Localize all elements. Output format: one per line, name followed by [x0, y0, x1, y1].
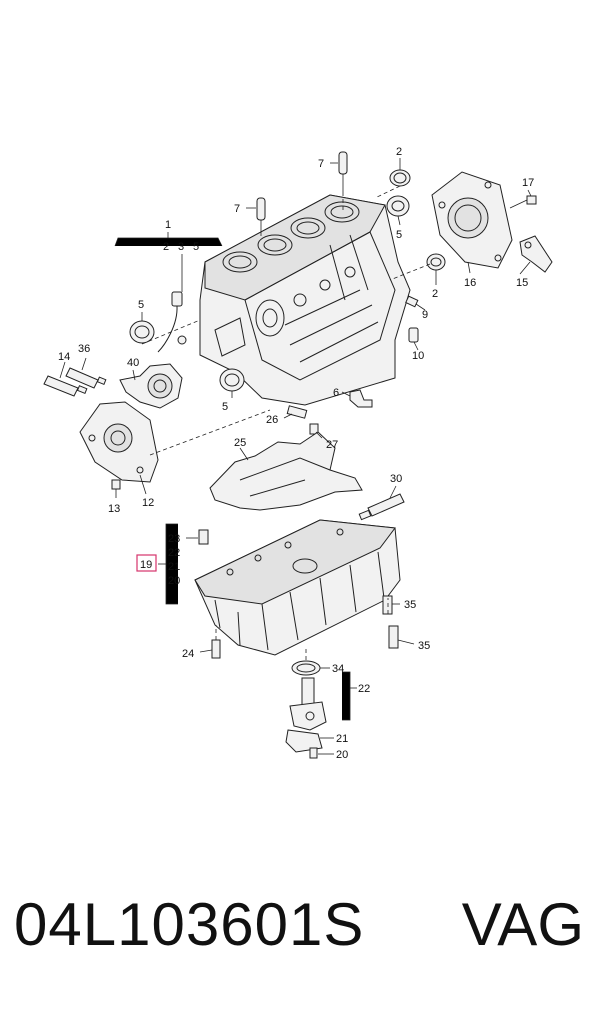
bolt-24 [211, 639, 221, 659]
oil-baffle-25 [209, 431, 363, 511]
knock-sensor-3 [157, 291, 187, 353]
dowel-pin-top [338, 151, 348, 192]
bracket-15 [519, 235, 553, 273]
callout-20-pickup: 20 [336, 749, 348, 761]
callout-5-left: 5 [138, 299, 144, 311]
callout-35-lower: 35 [418, 640, 430, 652]
callout-7-top: 7 [318, 158, 324, 170]
plug-6 [349, 389, 373, 408]
callout-22-pickup: 22 [358, 683, 370, 695]
engine-block [199, 194, 411, 406]
o-ring-34 [291, 660, 321, 676]
callout-40: 40 [127, 357, 139, 369]
brand-name: VAG [461, 891, 584, 958]
highlight-box-19 [136, 554, 157, 572]
dowel-pin-mid [256, 197, 266, 236]
bolt-17 [509, 195, 537, 209]
vacuum-pump-40 [119, 363, 183, 409]
callout-5-front: 5 [222, 401, 228, 413]
callout-labels: 1 2 3 5 7 7 2 5 17 5 14 36 40 16 15 2 9 … [58, 146, 534, 761]
callout-9: 9 [422, 309, 428, 321]
callout-20-pan: 20 [168, 575, 180, 587]
callout-2-right: 2 [432, 288, 438, 300]
callout-23: 23 [168, 533, 180, 545]
callout-35-upper: 35 [404, 599, 416, 611]
sealant-tube-36 [65, 367, 107, 389]
callout-21-pan: 21 [168, 561, 180, 573]
sealant-tube-30 [358, 493, 405, 521]
callout-5-top: 5 [396, 229, 402, 241]
callout-21-pickup: 21 [336, 733, 348, 745]
callout-2-block: 2 [163, 241, 169, 253]
callout-5-block: 5 [193, 241, 199, 253]
bolt-13 [111, 479, 121, 490]
part-number: 04L103601S [14, 891, 365, 958]
callout-30: 30 [390, 473, 402, 485]
sealant-tube-14 [43, 375, 88, 397]
callout-26: 26 [266, 414, 278, 426]
callout-17: 17 [522, 177, 534, 189]
callout-19: 19 [140, 559, 152, 571]
callout-24: 24 [182, 648, 194, 660]
callout-13: 13 [108, 503, 120, 515]
callout-14: 14 [58, 351, 70, 363]
bolt-9 [405, 295, 419, 308]
sensor-26 [286, 405, 308, 419]
oil-pan [194, 519, 401, 656]
bolt-35-upper [382, 595, 393, 615]
front-cover-12 [79, 401, 159, 483]
callout-15: 15 [516, 277, 528, 289]
callout-16: 16 [464, 277, 476, 289]
bolt-27 [309, 423, 319, 435]
oil-pickup [285, 677, 327, 753]
callout-6: 6 [333, 387, 339, 399]
bolt-35-lower [388, 625, 399, 649]
sensor-10 [408, 327, 419, 343]
callout-10: 10 [412, 350, 424, 362]
callout-22-pan: 22 [168, 547, 180, 559]
cap-plug-top [386, 195, 410, 217]
seal-ring-front [219, 368, 245, 392]
rear-seal-flange [431, 171, 513, 269]
callout-34: 34 [332, 663, 344, 675]
callout-25: 25 [234, 437, 246, 449]
callout-27: 27 [326, 439, 338, 451]
bolt-23 [198, 529, 209, 545]
seal-ring-right [426, 253, 446, 271]
callout-12: 12 [142, 497, 154, 509]
callout-1: 1 [165, 219, 171, 231]
bolt-20-small [309, 747, 318, 759]
leader-lines [59, 158, 532, 755]
callout-2-top: 2 [396, 146, 402, 158]
callout-36: 36 [78, 343, 90, 355]
callout-3: 3 [178, 241, 184, 253]
callout-7-mid: 7 [234, 203, 240, 215]
seal-ring-left [129, 320, 155, 344]
seal-ring-top [389, 169, 411, 187]
alignment-lines [141, 185, 431, 660]
